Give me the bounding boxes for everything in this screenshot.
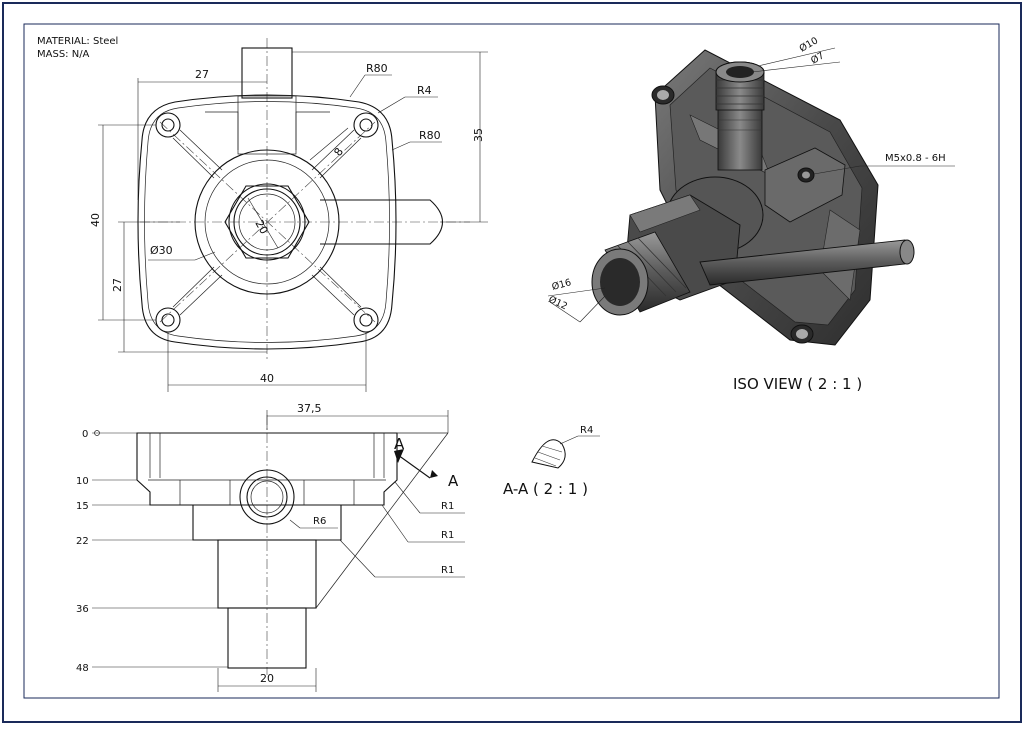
dim-27-vertical: 27 — [111, 278, 124, 292]
dim-27-top: 27 — [195, 68, 209, 81]
dim-40-horizontal: 40 — [260, 372, 274, 385]
level-22: 22 — [76, 536, 89, 547]
inner-border — [23, 23, 1000, 699]
callout-dia16: Ø16 — [551, 277, 573, 293]
top-view: 27 R80 R4 R80 8 35 40 20 Ø30 27 40 — [89, 38, 488, 392]
callout-dia12: Ø12 — [547, 294, 569, 312]
dim-20-hex: 20 — [252, 218, 270, 237]
dim-dia30: Ø30 — [150, 244, 173, 257]
bolt-hole-br — [353, 307, 379, 333]
dim-r80-top: R80 — [366, 62, 388, 75]
section-view: R4 A-A ( 2 : 1 ) — [503, 425, 600, 498]
section-dim-r4: R4 — [580, 425, 593, 436]
material-note: MATERIAL: Steel — [37, 36, 118, 47]
callout-m5-thread: M5x0.8 - 6H — [885, 153, 946, 164]
dim-r6: R6 — [313, 516, 326, 527]
section-marker-a-1: A — [394, 435, 405, 453]
level-48: 48 — [76, 663, 89, 674]
dim-37-5: 37,5 — [297, 402, 322, 415]
dim-20-bottom: 20 — [260, 672, 274, 685]
section-view-label: A-A ( 2 : 1 ) — [503, 480, 588, 498]
callout-dia7: Ø7 — [809, 50, 826, 66]
dim-r1-b: R1 — [441, 530, 454, 541]
dim-r80-right: R80 — [419, 129, 441, 142]
level-0: 0 — [82, 429, 88, 440]
dim-r4: R4 — [417, 84, 432, 97]
mass-note: MASS: N/A — [37, 49, 90, 60]
section-marker-a-2: A — [448, 472, 459, 490]
iso-view: Ø10 Ø7 M5x0.8 - 6H Ø16 Ø12 ISO VIEW ( 2 … — [547, 35, 955, 393]
bolt-hole-tr — [353, 112, 379, 138]
front-view: 0 10 15 22 36 48 37,5 R6 R1 R1 R1 20 A A — [76, 402, 465, 692]
level-15: 15 — [76, 501, 89, 512]
dim-35: 35 — [472, 128, 485, 142]
dim-r1-c: R1 — [441, 565, 454, 576]
iso-view-label: ISO VIEW ( 2 : 1 ) — [733, 375, 862, 393]
dim-8: 8 — [331, 145, 346, 158]
dim-r1-a: R1 — [441, 501, 454, 512]
level-10: 10 — [76, 476, 89, 487]
level-36: 36 — [76, 604, 89, 615]
bolt-hole-tl — [155, 112, 181, 138]
dim-40-vertical: 40 — [89, 213, 102, 227]
bolt-hole-bl — [155, 307, 181, 333]
